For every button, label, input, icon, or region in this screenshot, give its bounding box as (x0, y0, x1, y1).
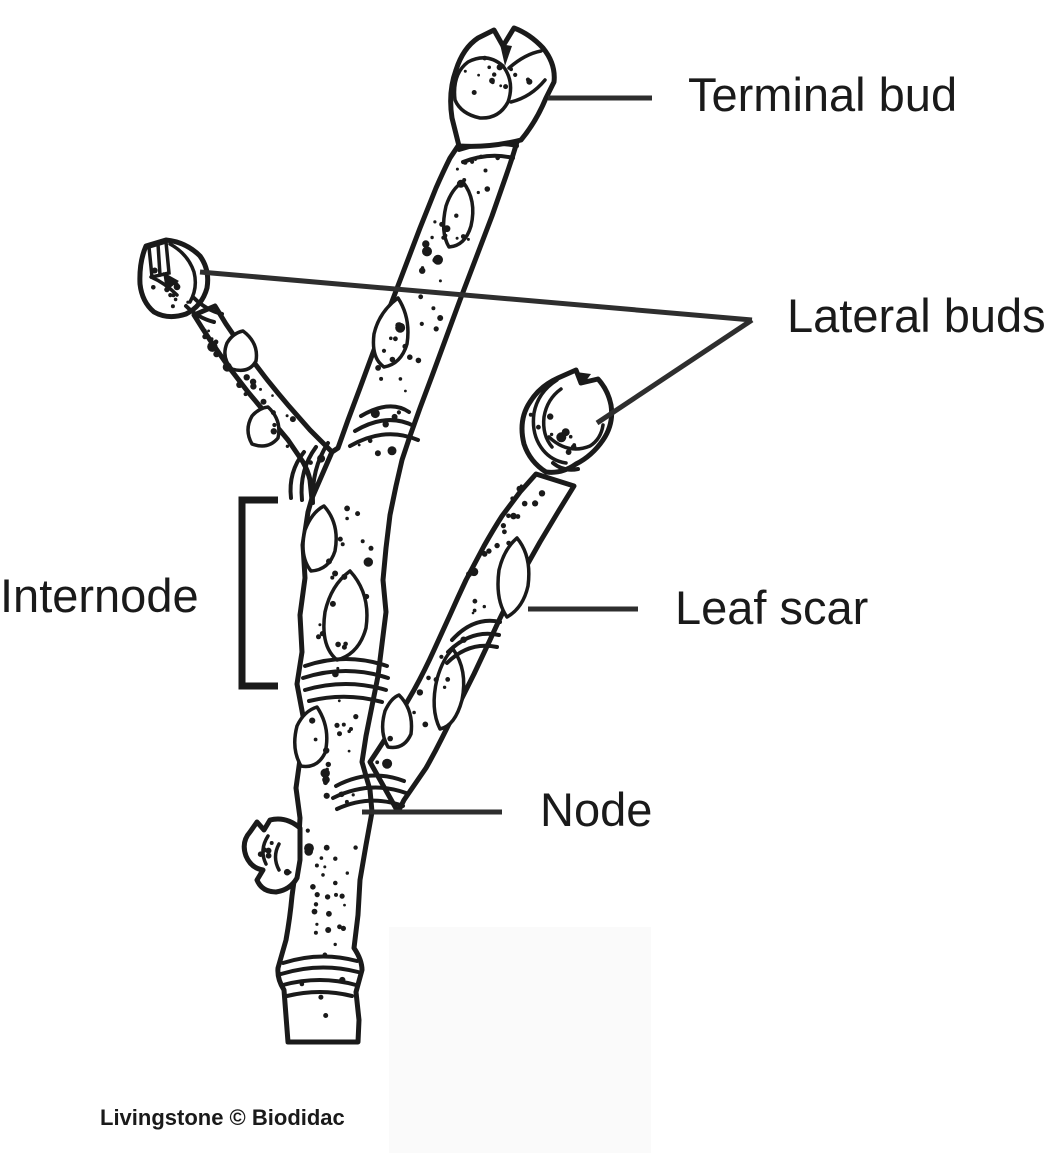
leaf-scar-patch (441, 180, 475, 249)
node-rings (279, 141, 519, 998)
leaf-scar-patch (301, 504, 338, 573)
leaf-scar-patch (432, 647, 466, 731)
leader-line-lateral-bud-lower (595, 317, 754, 426)
leaf-scar-patch (223, 329, 259, 373)
leaf-scar-patch (371, 296, 410, 369)
leader-line-lateral-bud-upper (199, 269, 753, 323)
label-node: Node (540, 783, 653, 836)
label-lateral-buds: Lateral buds (787, 289, 1046, 342)
right-branch (367, 471, 577, 815)
terminal-bud (448, 25, 557, 149)
leaf-scar-patch (380, 693, 414, 750)
label-internode: Internode (0, 569, 199, 622)
leaf-scar-patch (293, 705, 329, 769)
label-leaf-scar: Leaf scar (675, 581, 869, 634)
left-lateral-bud (137, 237, 224, 324)
credit-text: Livingstone © Biodidac (100, 1105, 345, 1130)
node-rings (445, 618, 502, 665)
main-stem (275, 139, 520, 1045)
internode-bracket (238, 496, 278, 690)
right-lateral-bud (519, 367, 615, 475)
leaf-scar-patch (246, 405, 281, 448)
label-terminal-bud: Terminal bud (688, 68, 958, 121)
watermark-panel (389, 927, 651, 1153)
leaf-scar-patch (496, 536, 531, 619)
side-bud (241, 816, 303, 895)
stipple-dots (151, 55, 577, 1018)
